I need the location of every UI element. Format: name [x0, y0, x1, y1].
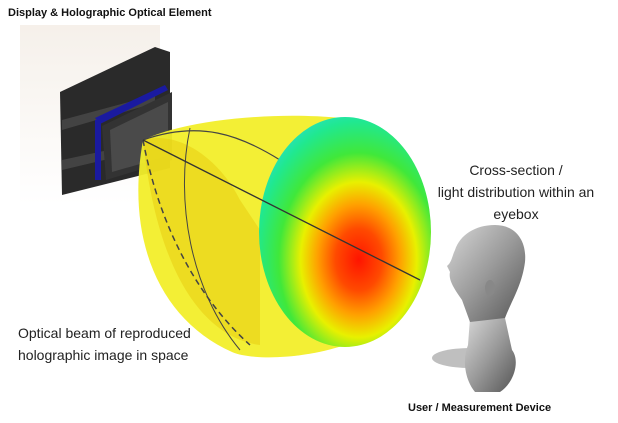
cross-section-line-2: light distribution within an [437, 184, 595, 200]
eyebox-cross-section [259, 117, 431, 347]
cross-section-line-1: Cross-section / [469, 162, 563, 178]
blue-frame-top [95, 85, 168, 124]
blue-frame-side [95, 120, 101, 180]
beam-line-1: Optical beam of reproduced [18, 325, 191, 341]
user-label: User / Measurement Device [408, 402, 552, 414]
cross-section-line-3: eyebox [493, 206, 539, 222]
beam-line-2: holographic image in space [18, 347, 189, 363]
display-title: Display & Holographic Optical Element [8, 7, 212, 19]
user-head-icon [432, 225, 526, 392]
beam-axis [142, 139, 421, 281]
cross-section-label: Cross-section / light distribution withi… [416, 159, 616, 225]
beam-label: Optical beam of reproduced holographic i… [18, 322, 191, 366]
